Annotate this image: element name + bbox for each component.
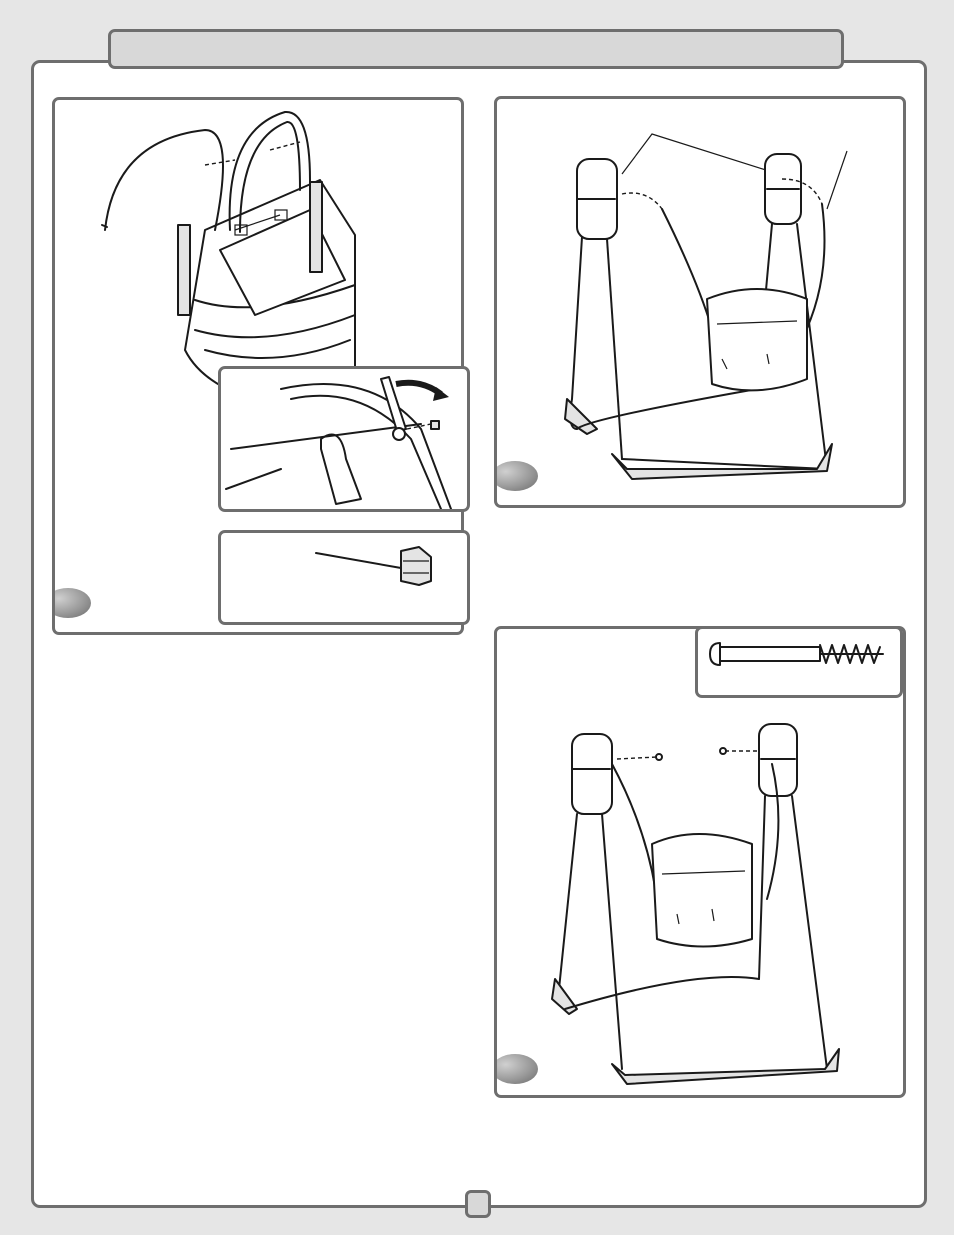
screw-part-illustration [698, 629, 903, 698]
nut-part-illustration [221, 533, 470, 625]
header-bar [108, 29, 844, 69]
page-number-tab [465, 1190, 491, 1218]
screws-into-hubs-illustration [497, 629, 906, 1098]
arm-latch-detail-illustration [221, 369, 470, 512]
arms-to-hubs-illustration [497, 99, 906, 508]
step-badge-b [494, 461, 538, 491]
part-callout-nut [218, 530, 470, 625]
part-callout-screw [695, 626, 903, 698]
detail-callout-latch [218, 366, 470, 512]
step-badge-c [494, 1054, 538, 1084]
step-panel-arms-to-hubs [494, 96, 906, 508]
